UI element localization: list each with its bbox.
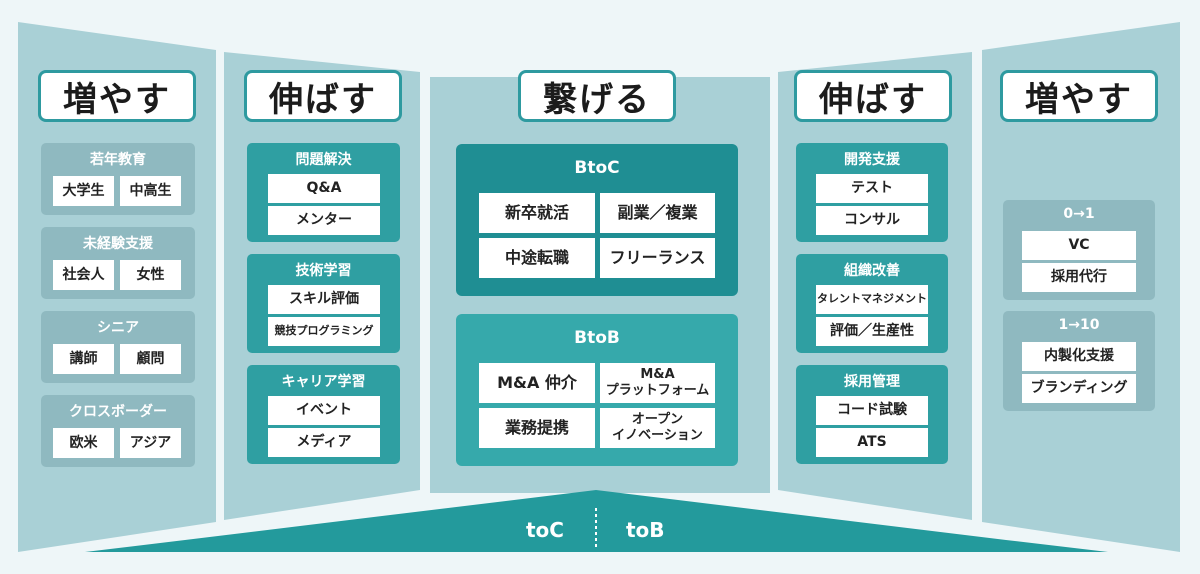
- group-title: クロスボーダー: [69, 404, 167, 420]
- group-title: 若年教育: [90, 152, 146, 168]
- group-title: 技術学習: [295, 263, 352, 279]
- group-dev-support: 開発支援 テスト コンサル: [796, 143, 948, 242]
- item-vc: VC: [1022, 231, 1136, 260]
- item-open-innovation: オープン イノベーション: [600, 408, 715, 448]
- column-title-increase-left: 増やす: [38, 70, 196, 122]
- group-zero-to-one: 0→1 VC 採用代行: [1003, 200, 1155, 300]
- item-eval-productivity: 評価／生産性: [816, 317, 928, 346]
- group-inexperienced-support: 未経験支援 社会人 女性: [41, 227, 195, 299]
- column-title-grow-right: 伸ばす: [794, 70, 952, 122]
- item-advisor: 顧問: [120, 344, 181, 374]
- item-ats: ATS: [816, 428, 928, 457]
- item-event: イベント: [268, 396, 380, 425]
- item-recruiting-outsourcing: 採用代行: [1022, 263, 1136, 292]
- base-label-tob: toB: [626, 518, 665, 542]
- column-title-connect: 繋げる: [518, 70, 676, 122]
- item-mid-career: 中途転職: [479, 238, 595, 278]
- item-women: 女性: [120, 260, 181, 290]
- group-title: キャリア学習: [281, 374, 366, 390]
- group-career-learning: キャリア学習 イベント メディア: [247, 365, 400, 464]
- block-btoc: BtoC 新卒就活 副業／複業 中途転職 フリーランス: [456, 144, 738, 296]
- item-mentor: メンター: [268, 206, 380, 235]
- item-skill-eval: スキル評価: [268, 285, 380, 314]
- item-lecturer: 講師: [53, 344, 114, 374]
- item-qa: Q&A: [268, 174, 380, 203]
- group-title: 未経験支援: [83, 236, 153, 252]
- group-recruiting-mgmt: 採用管理 コード試験 ATS: [796, 365, 948, 464]
- group-problem-solving: 問題解決 Q&A メンター: [247, 143, 400, 242]
- base-label-toc: toC: [526, 518, 564, 542]
- item-new-grad-hiring: 新卒就活: [479, 193, 595, 233]
- item-competitive-programming: 競技プログラミング: [268, 317, 380, 346]
- item-western: 欧米: [53, 428, 114, 458]
- group-senior: シニア 講師 顧問: [41, 311, 195, 383]
- group-title: シニア: [97, 320, 139, 336]
- group-youth-education: 若年教育 大学生 中高生: [41, 143, 195, 215]
- item-asia: アジア: [120, 428, 181, 458]
- group-title: 1→10: [1058, 317, 1100, 333]
- group-cross-border: クロスボーダー 欧米 アジア: [41, 395, 195, 467]
- group-title: 0→1: [1063, 206, 1095, 222]
- item-test: テスト: [816, 174, 928, 203]
- item-branding: ブランディング: [1022, 374, 1136, 403]
- group-title: 開発支援: [844, 152, 900, 168]
- item-consulting: コンサル: [816, 206, 928, 235]
- item-talent-management: タレントマネジメント: [816, 285, 928, 314]
- group-tech-learning: 技術学習 スキル評価 競技プログラミング: [247, 254, 400, 353]
- block-title: BtoB: [574, 328, 620, 348]
- item-working-adults: 社会人: [53, 260, 114, 290]
- item-media: メディア: [268, 428, 380, 457]
- item-side-job: 副業／複業: [600, 193, 715, 233]
- item-ma-brokerage: M&A 仲介: [479, 363, 595, 403]
- block-btob: BtoB M&A 仲介 M&A プラットフォーム 業務提携 オープン イノベーシ…: [456, 314, 738, 466]
- column-title-grow-left: 伸ばす: [244, 70, 402, 122]
- item-inhouse-support: 内製化支援: [1022, 342, 1136, 371]
- item-ma-platform: M&A プラットフォーム: [600, 363, 715, 403]
- group-title: 問題解決: [295, 152, 352, 168]
- item-business-alliance: 業務提携: [479, 408, 595, 448]
- group-one-to-ten: 1→10 内製化支援 ブランディング: [1003, 311, 1155, 411]
- item-freelance: フリーランス: [600, 238, 715, 278]
- item-code-test: コード試験: [816, 396, 928, 425]
- group-title: 組織改善: [844, 263, 900, 279]
- item-junior-high: 中高生: [120, 176, 181, 206]
- group-title: 採用管理: [844, 374, 900, 390]
- item-university: 大学生: [53, 176, 114, 206]
- column-title-increase-right: 増やす: [1000, 70, 1158, 122]
- block-title: BtoC: [574, 158, 620, 178]
- group-org-improvement: 組織改善 タレントマネジメント 評価／生産性: [796, 254, 948, 353]
